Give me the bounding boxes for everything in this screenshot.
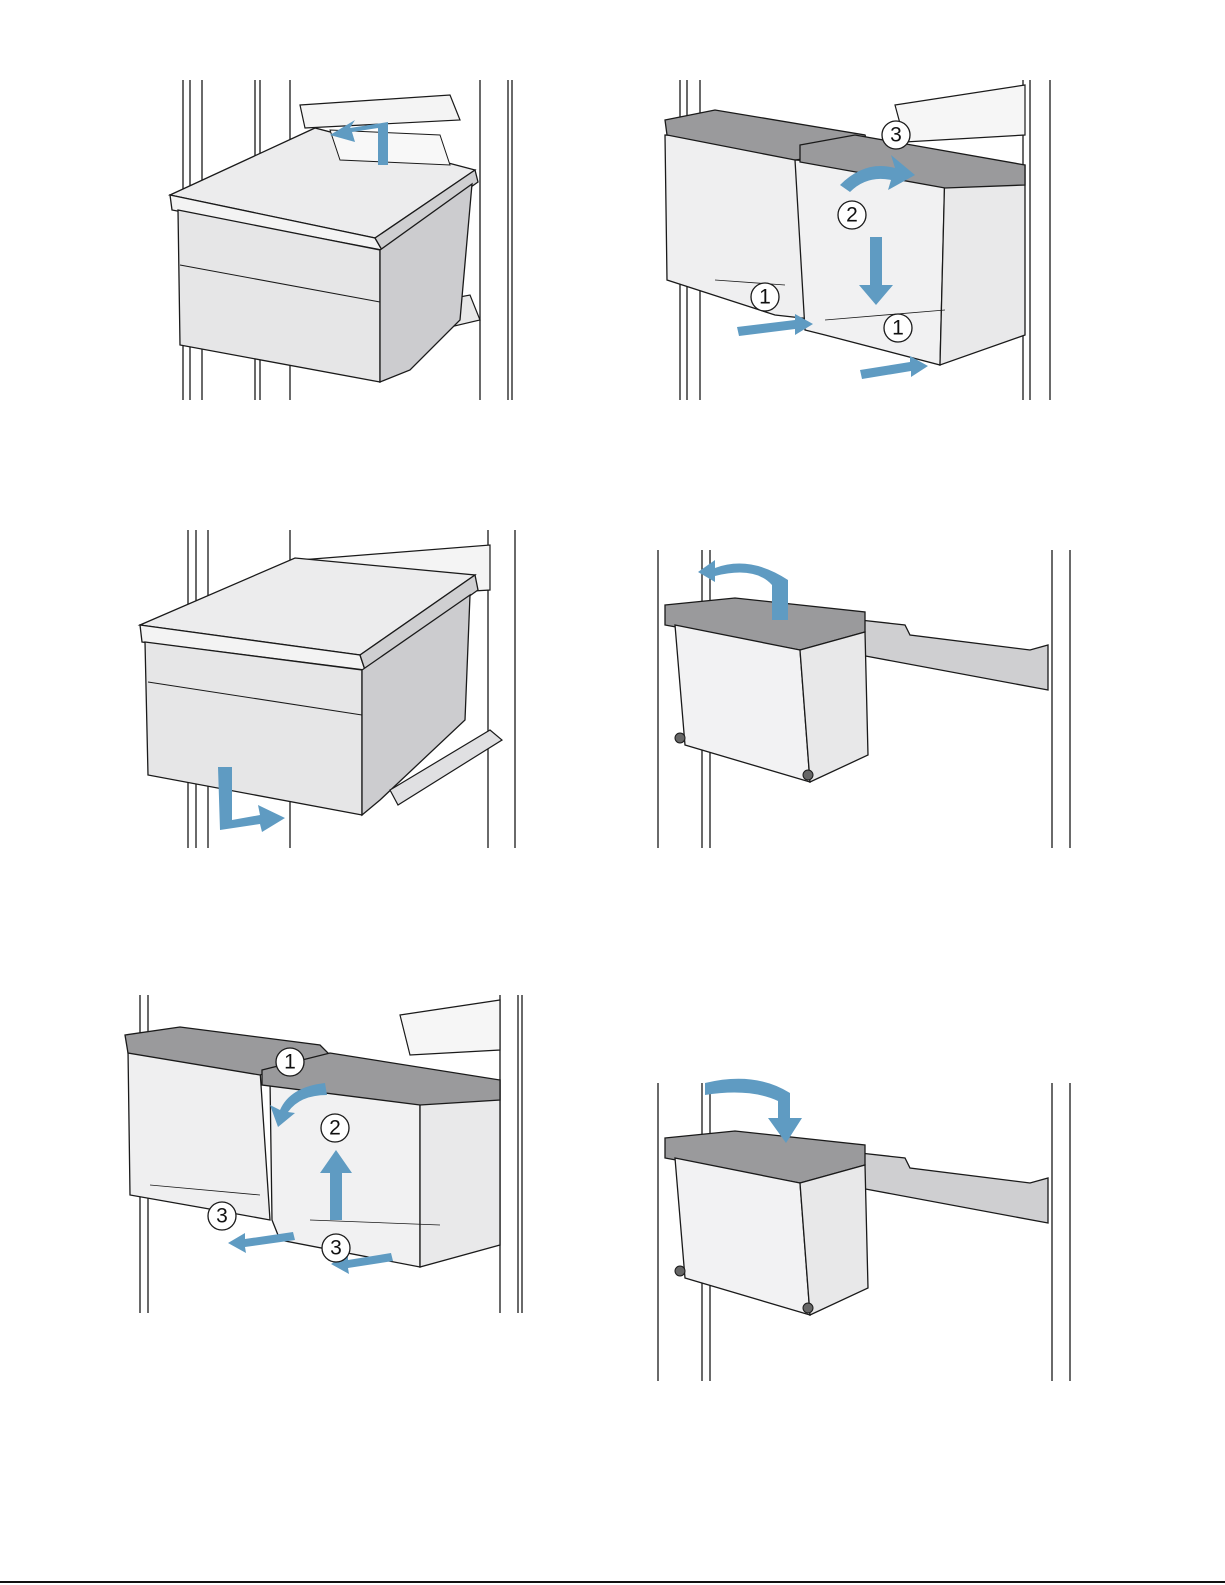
figure-insert-container-b: 1 2 3 3: [120, 995, 530, 1315]
figure-remove-door-bin: [650, 550, 1075, 850]
page-bottom-rule: [0, 1581, 1225, 1583]
step-label: 1: [759, 286, 771, 309]
step-label: 2: [329, 1117, 341, 1140]
step-label: 1: [284, 1051, 296, 1074]
step-label: 1: [892, 317, 904, 340]
figure-remove-container-a: 3 2 1 1: [655, 80, 1055, 405]
figure-remove-drawer: [150, 80, 530, 405]
step-label: 3: [330, 1237, 342, 1260]
step-label: 3: [216, 1205, 228, 1228]
figure-insert-drawer: [130, 530, 530, 850]
step-label: 2: [846, 204, 858, 227]
step-label: 3: [890, 124, 902, 147]
figure-insert-door-bin: [650, 1083, 1075, 1383]
